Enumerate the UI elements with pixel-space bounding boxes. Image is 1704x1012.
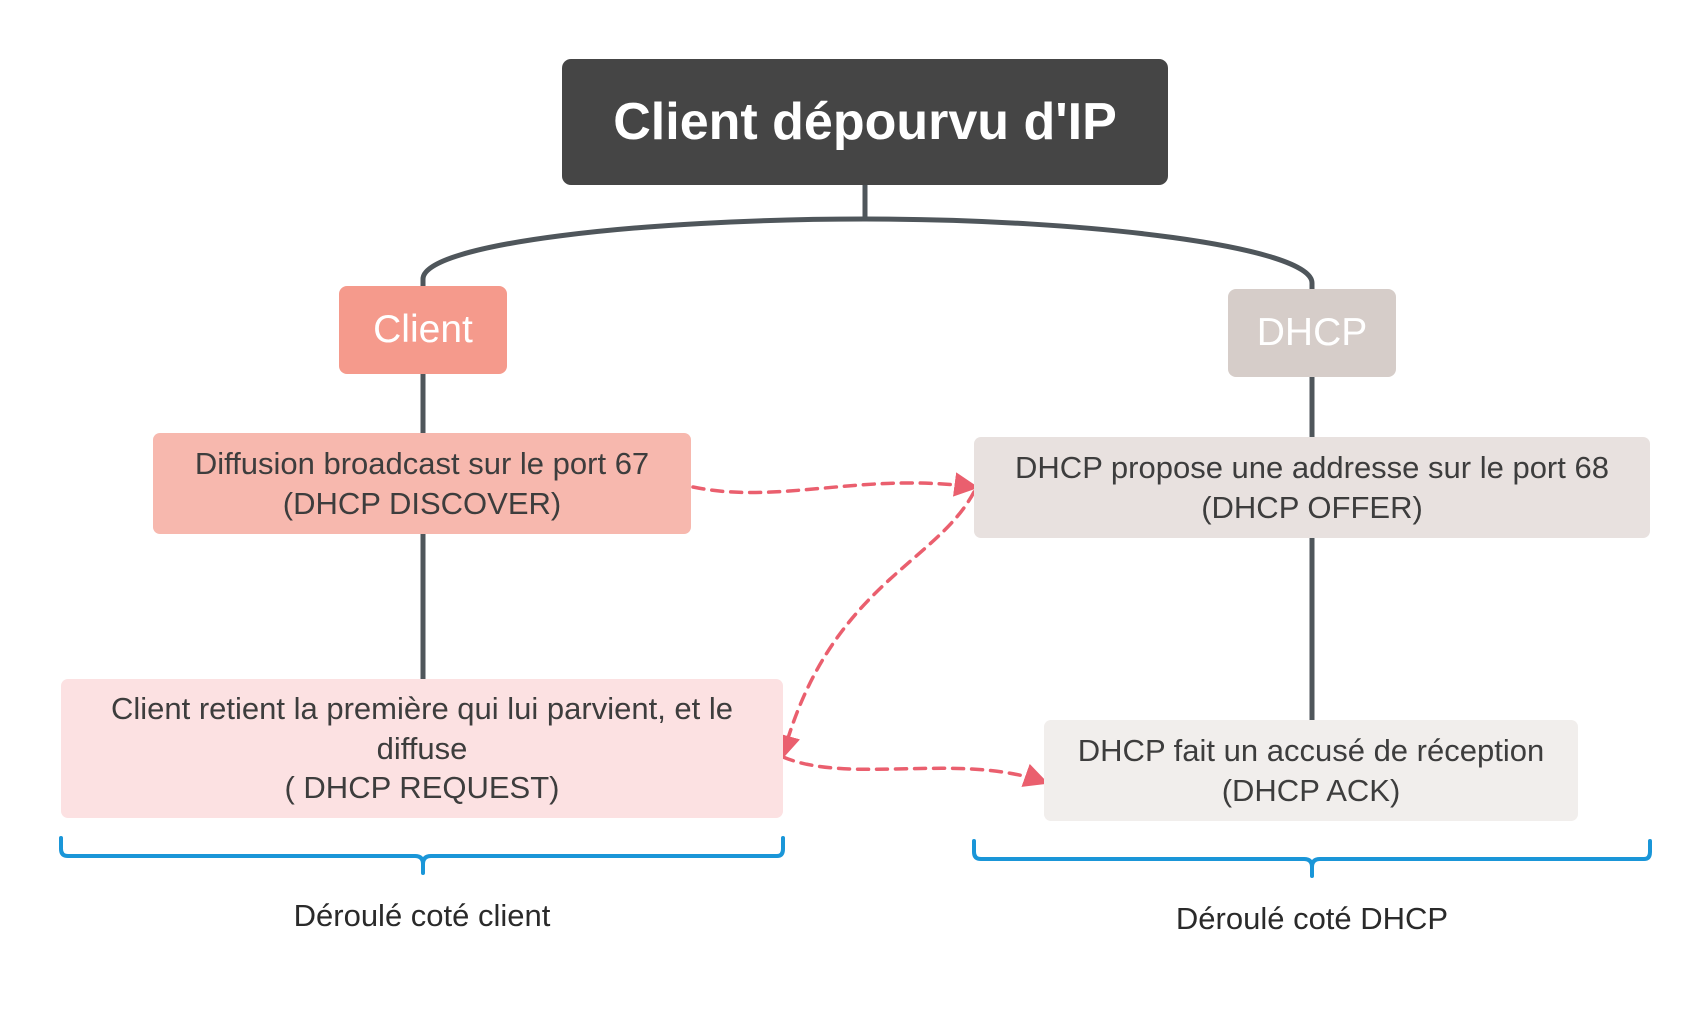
offer-to-request-arrow bbox=[776, 490, 976, 760]
dhcp-branch-node: DHCP bbox=[1228, 289, 1396, 377]
dhcp-brace bbox=[972, 839, 1652, 878]
discover-to-offer-arrow bbox=[691, 472, 979, 497]
dhcp-ack-node: DHCP fait un accusé de réception (DHCP A… bbox=[1044, 720, 1578, 821]
client-brace bbox=[59, 836, 785, 875]
request-to-ack-arrow bbox=[781, 755, 1049, 787]
client-branch-node: Client bbox=[339, 286, 507, 374]
client-side-caption: Déroulé coté client bbox=[293, 898, 551, 933]
root-node: Client dépourvu d'IP bbox=[562, 59, 1168, 185]
dhcp-request-node: Client retient la première qui lui parvi… bbox=[61, 679, 783, 818]
dhcp-offer-node: DHCP propose une addresse sur le port 68… bbox=[974, 437, 1650, 538]
branch-curve bbox=[420, 216, 1315, 292]
dhcp-side-caption: Déroulé coté DHCP bbox=[1175, 901, 1449, 936]
dhcp-discover-node: Diffusion broadcast sur le port 67 (DHCP… bbox=[153, 433, 691, 534]
